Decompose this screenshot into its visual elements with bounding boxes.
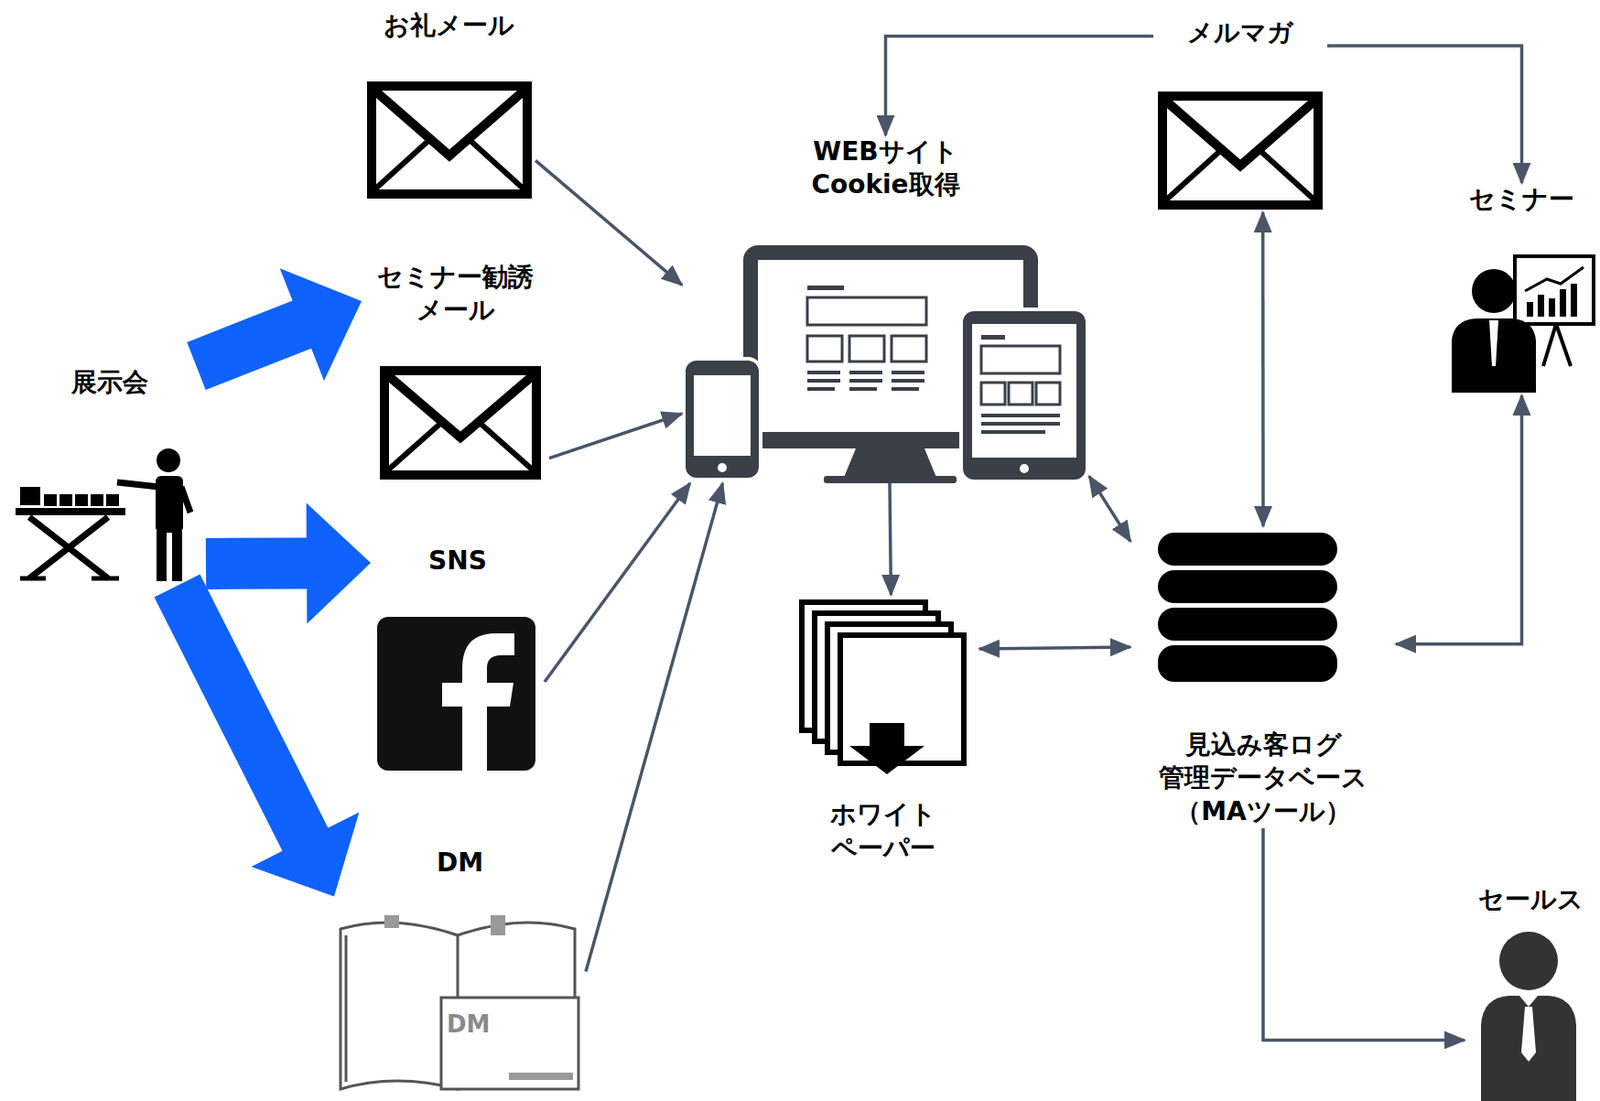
node-label: セミナー xyxy=(1469,183,1575,217)
node-label: WEBサイト Cookie取得 xyxy=(810,135,960,203)
flow-arrow xyxy=(154,573,360,897)
connector-arrow xyxy=(1089,475,1131,541)
connector-arrow xyxy=(979,647,1131,649)
envelope-icon xyxy=(1162,96,1319,206)
node-label: 見込み客ログ 管理データベース （MAツール） xyxy=(1158,728,1368,829)
icon-node: セミナー勧誘 メール xyxy=(361,260,550,486)
node-label: セールス xyxy=(1478,883,1584,917)
connector-arrow xyxy=(535,160,682,285)
seminar-icon xyxy=(1451,256,1594,393)
icon-node: 展示会 xyxy=(13,366,206,586)
connector-arrow xyxy=(1327,45,1523,184)
node-label: SNS xyxy=(428,544,487,578)
icon-node: WEBサイト Cookie取得 xyxy=(681,135,1090,484)
connector-arrow xyxy=(1261,212,1265,527)
icon-node: DM xyxy=(334,846,586,1097)
devices-icon xyxy=(683,245,1088,484)
connector-arrow xyxy=(889,483,891,595)
flow-arrow xyxy=(186,268,362,390)
facebook-icon xyxy=(377,616,536,771)
node-label: メルマガ xyxy=(1187,16,1294,50)
connector-arrow xyxy=(1395,395,1523,645)
sales-icon xyxy=(1481,931,1577,1101)
connector-arrow xyxy=(1263,828,1465,1040)
dm-book-icon xyxy=(340,915,579,1090)
exhibition-icon xyxy=(15,448,191,582)
icon-node: SNS xyxy=(370,544,545,774)
node-label: セミナー勧誘 メール xyxy=(377,260,534,328)
node-label: 展示会 xyxy=(71,366,149,400)
database-icon xyxy=(1157,532,1338,682)
icon-node: ホワイト ペーパー xyxy=(787,594,980,865)
envelope-icon xyxy=(384,370,537,476)
icon-node: お礼メール xyxy=(361,9,536,204)
connector-arrow xyxy=(549,413,682,459)
flow-arrow xyxy=(205,502,371,624)
envelope-icon xyxy=(371,86,528,195)
connector-arrow xyxy=(585,483,724,973)
node-label: お礼メール xyxy=(383,9,515,43)
icon-node: 見込み客ログ 管理データベース （MAツール） xyxy=(1130,526,1396,829)
whitepaper-icon xyxy=(801,602,964,775)
dm-card-text: DM xyxy=(446,1010,490,1038)
connector-arrow xyxy=(544,483,691,682)
node-label: ホワイト ペーパー xyxy=(830,798,937,865)
node-label: DM xyxy=(436,846,484,880)
connector-arrow xyxy=(886,35,1155,136)
icon-node: セールス xyxy=(1464,883,1598,1101)
icon-node: セミナー xyxy=(1446,183,1598,396)
icon-node: メルマガ xyxy=(1153,16,1328,213)
